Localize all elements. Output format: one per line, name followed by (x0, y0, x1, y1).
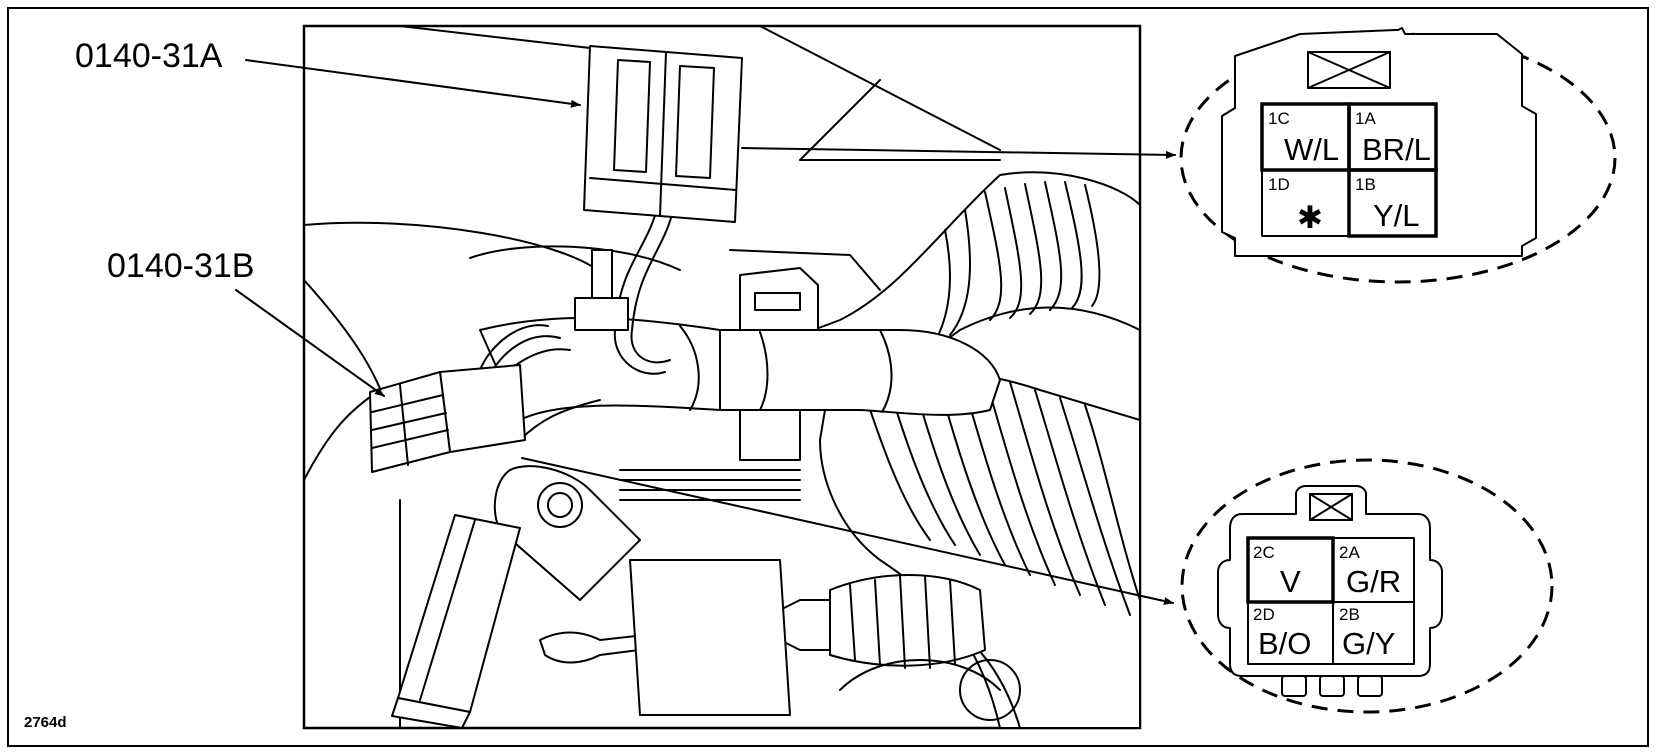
engine-bay-illustration (302, 24, 1142, 730)
pin-2b-wire: G/Y (1342, 626, 1395, 661)
arrow-connector-b-to-detail (521, 457, 1174, 605)
pin-2b-number: 2B (1339, 605, 1360, 624)
pin-1c-wire: W/L (1284, 132, 1339, 167)
pin-1a-wire: BR/L (1362, 132, 1431, 167)
arrow-label-a-to-connector (245, 59, 581, 108)
pin-1c-number: 1C (1268, 109, 1290, 128)
arrow-label-b-to-connector (235, 289, 385, 397)
pin-2a-wire: G/R (1346, 564, 1401, 599)
connector-b-detail: 2C V 2A G/R 2D B/O 2B G/Y (1180, 458, 1554, 714)
pin-1a-number: 1A (1355, 109, 1376, 128)
pin-2a-number: 2A (1339, 543, 1360, 562)
pin-2d-wire: B/O (1258, 626, 1311, 661)
pin-1d-number: 1D (1268, 175, 1290, 194)
pin-1b-wire: Y/L (1373, 198, 1420, 233)
figure-id: 2764d (24, 714, 67, 731)
arrow-connector-a-to-detail (741, 147, 1176, 159)
callout-connector-a: 0140-31A (75, 37, 223, 75)
callout-connector-b: 0140-31B (107, 247, 254, 285)
leader-arrows (235, 59, 1176, 605)
pin-2c-number: 2C (1253, 543, 1275, 562)
connector-a-detail: 1C W/L 1A BR/L 1D ✱ 1B Y/L (1179, 27, 1617, 284)
pin-2d-number: 2D (1253, 605, 1275, 624)
connector-b-terminals (1281, 675, 1383, 697)
connector-b-dashed-outline (1180, 458, 1554, 714)
pin-2c-wire: V (1280, 564, 1301, 599)
pin-1d-wire: ✱ (1297, 200, 1323, 235)
pin-1b-number: 1B (1355, 175, 1376, 194)
